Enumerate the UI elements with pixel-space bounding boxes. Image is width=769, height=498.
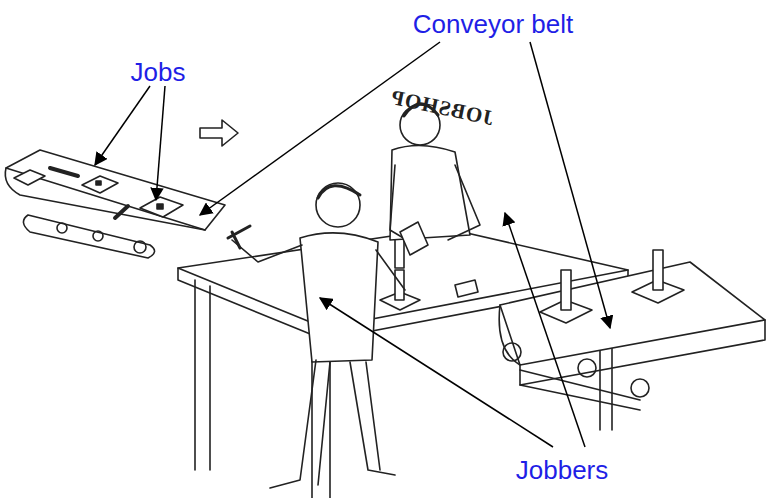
leader-line (505, 213, 585, 447)
jobber-body (300, 233, 378, 362)
job-peg (653, 250, 663, 290)
roller (503, 343, 521, 361)
jobber-hair (318, 186, 360, 198)
flow-arrow (200, 120, 238, 146)
job-peg (395, 238, 404, 268)
leader-line (95, 86, 150, 165)
hammer (228, 226, 250, 248)
belt-edge (499, 305, 765, 385)
job-hole (96, 181, 101, 185)
table-legs (195, 280, 612, 498)
leader-line (530, 42, 610, 328)
belt-lower (520, 370, 640, 410)
job-hole (157, 204, 163, 209)
table-top (178, 228, 628, 328)
tool (455, 280, 478, 297)
callout-label: Conveyor belt (413, 11, 573, 37)
roller (57, 223, 67, 233)
callout-label: Jobs (131, 59, 186, 85)
roller (134, 241, 146, 253)
jobber-body (390, 145, 470, 240)
jobber-arm (232, 240, 302, 262)
job-rod (115, 206, 128, 218)
job-peg (561, 270, 571, 310)
jobber-head (316, 183, 360, 227)
job-peg (395, 270, 404, 300)
roller (631, 379, 649, 397)
job-plate (140, 197, 183, 217)
job-rod (50, 168, 78, 176)
leader-line (156, 86, 165, 200)
leader-line (320, 298, 553, 447)
callout-label: Jobbers (516, 457, 609, 483)
roller (93, 231, 103, 241)
belt-lower (23, 215, 154, 258)
roller (578, 359, 596, 377)
jobber-arm (376, 250, 405, 290)
leader-line (200, 42, 440, 215)
job-plate (14, 170, 45, 185)
jobber-arm (448, 165, 480, 240)
job-plate (82, 176, 118, 193)
jobber-legs (270, 360, 395, 488)
job-plate (400, 222, 428, 255)
